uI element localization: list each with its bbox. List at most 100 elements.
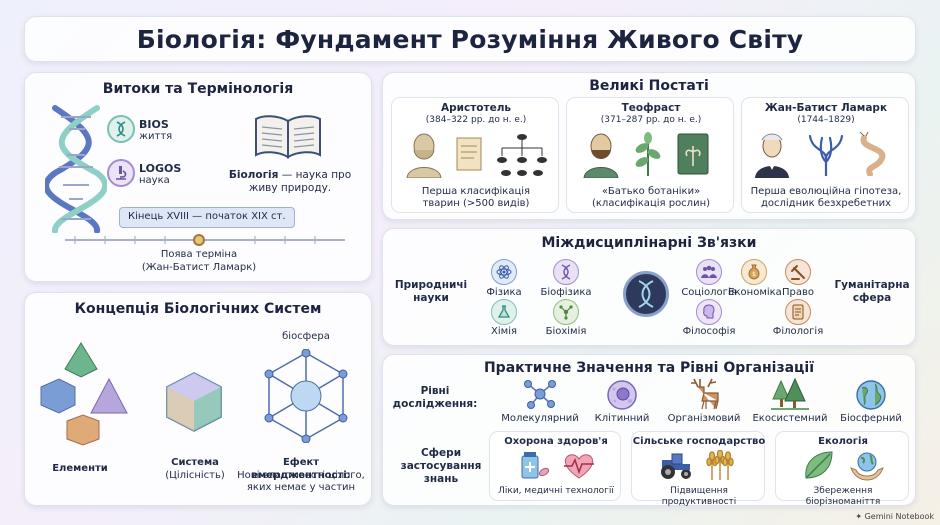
cell-level-icon [607,380,637,410]
theophrastus-achievement-2: (класифікація рослин) [591,198,711,209]
systems-heading: Концепція Біологічних Систем [74,301,322,317]
timeline-ticks [74,236,316,244]
chemistry-label: Хімія [491,326,517,337]
microscope-icon [107,159,135,187]
figures-heading: Великі Постаті [589,78,709,94]
globe-biosphere-icon [856,380,886,410]
level-molecular: Молекулярний [501,413,579,424]
dna-badge-icon [107,115,135,143]
footer-label: Gemini Notebook [864,512,934,521]
sparkle-icon: ✦ [855,512,863,521]
practical-panel: Практичне Значення та Рівні Організації … [382,354,916,507]
health-title: Охорона здоров'я [504,436,608,447]
emergence-desc-2: яких немає у частин [246,482,356,493]
system-sub-label: (Цілісність) [165,470,225,481]
natural-label-2: науки [413,292,449,305]
theophrastus-achievement-1: «Батько ботаніки» [601,186,701,197]
economics-label: Економіка [728,287,782,298]
page-title: Біологія: Фундамент Розуміння Живого Сві… [136,24,804,54]
card-agriculture: Сільське господарство Підвищення продукт… [631,431,765,507]
agriculture-desc: Підвищення продуктивності [661,486,737,508]
origins-heading: Витоки та Термінологія [102,81,294,97]
health-desc: Ліки, медичні технології [498,486,614,496]
lamarck-portrait-icon [755,133,789,178]
card-ecology: Екологія Збереження біорізноманіття [775,431,909,507]
theophrastus-name: Теофраст [621,102,681,114]
svg-text:$: $ [752,271,756,278]
aristotle-dates: (384–322 рр. до н. е.) [425,115,527,125]
emergence-desc-1: Нові властивості цілого, [237,470,365,481]
aristotle-achievement-2: тварин (>500 видів) [422,198,530,209]
animal-classification-icon [497,134,547,176]
biochemistry-label: Біохімія [545,326,587,337]
level-biosphere: Біосферний [840,413,902,424]
physics-label: Фізика [486,287,522,298]
natural-label-1: Природничі [394,279,468,291]
emergence-title: Ефект емерджентності: [251,457,351,481]
origins-panel: Витоки та Термінологія BIOS життя LOGOS … [24,72,372,282]
law-label: Право [781,287,814,298]
medicine-bottle-icon [521,452,550,479]
leaves-icon [805,451,833,479]
philosophy-label: Філософія [682,326,736,337]
card-aristotle: Аристотель (384–322 рр. до н. е.) Перша … [391,97,559,213]
central-dna-icon [623,271,669,317]
practical-heading: Практичне Значення та Рівні Організації [483,360,815,376]
footer-brand: ✦ Gemini Notebook [855,512,934,521]
theophrastus-portrait-icon [583,133,619,178]
figures-panel: Великі Постаті Аристотель (384–322 рр. д… [382,72,916,220]
term-author: (Жан-Батист Ламарк) [141,262,257,273]
dna-helix-icon [45,105,107,233]
hands-globe-icon [850,452,884,481]
humanities-label-1: Гуманітарна [834,279,910,291]
aristotle-achievement-1: Перша класифікація [421,186,531,197]
money-bag-icon: $ [741,259,767,285]
wheat-icon [706,450,734,480]
definition-text: — наука про живу природу. [248,169,352,195]
theophrastus-dates: (371–287 рр. до н. е.) [600,115,702,125]
biology-definition: Біологія — наука про живу природу. [225,169,355,195]
evolution-tree-icon [808,134,844,176]
systems-panel: Концепція Біологічних Систем Елементи Си… [24,292,372,506]
forest-ecosystem-icon [771,377,809,410]
atom-icon [491,259,517,285]
elements-shapes-icon [40,342,128,446]
bios-term: BIOS [139,118,169,131]
timeline-marker [193,234,205,246]
deer-organism-icon [691,378,719,410]
system-cube-icon [166,372,222,432]
card-lamarck: Жан-Батист Ламарк (1744–1829) Перша евол… [741,97,909,213]
aristotle-bust-icon [406,133,442,178]
biosphere-label: біосфера [282,331,330,342]
spheres-label-3: знань [423,473,459,486]
invertebrate-icon [859,132,886,176]
biophysics-icon [553,259,579,285]
philosophy-icon [696,299,722,325]
sociology-label: Соціологія [681,287,737,298]
card-health: Охорона здоров'я Ліки, медичні технологі… [489,431,621,501]
term-appearance: Поява терміна [160,249,238,260]
system-label: Система [171,457,219,468]
humanities-label-2: сфера [852,292,892,305]
ecology-title: Екологія [818,436,868,447]
spheres-label-2: застосування [400,460,482,473]
timeline-line [65,239,345,241]
levels-label-1: Рівні [420,385,450,397]
sociology-icon [696,259,722,285]
logos-meaning: наука [139,175,170,186]
elements-label: Елементи [52,463,108,474]
biosphere-network-icon [264,349,348,443]
title-bar: Біологія: Фундамент Розуміння Живого Сві… [24,16,916,62]
level-ecosystem: Екосистемний [752,413,828,424]
biophysics-label: Біофізика [540,287,592,298]
spheres-label-1: Сфери [420,447,462,459]
interdisciplinary-heading: Міждисциплінарні Зв'язки [541,235,757,251]
bios-meaning: життя [139,131,173,142]
lamarck-dates: (1744–1829) [797,115,855,125]
tractor-icon [661,453,691,479]
scroll-icon [456,137,482,171]
